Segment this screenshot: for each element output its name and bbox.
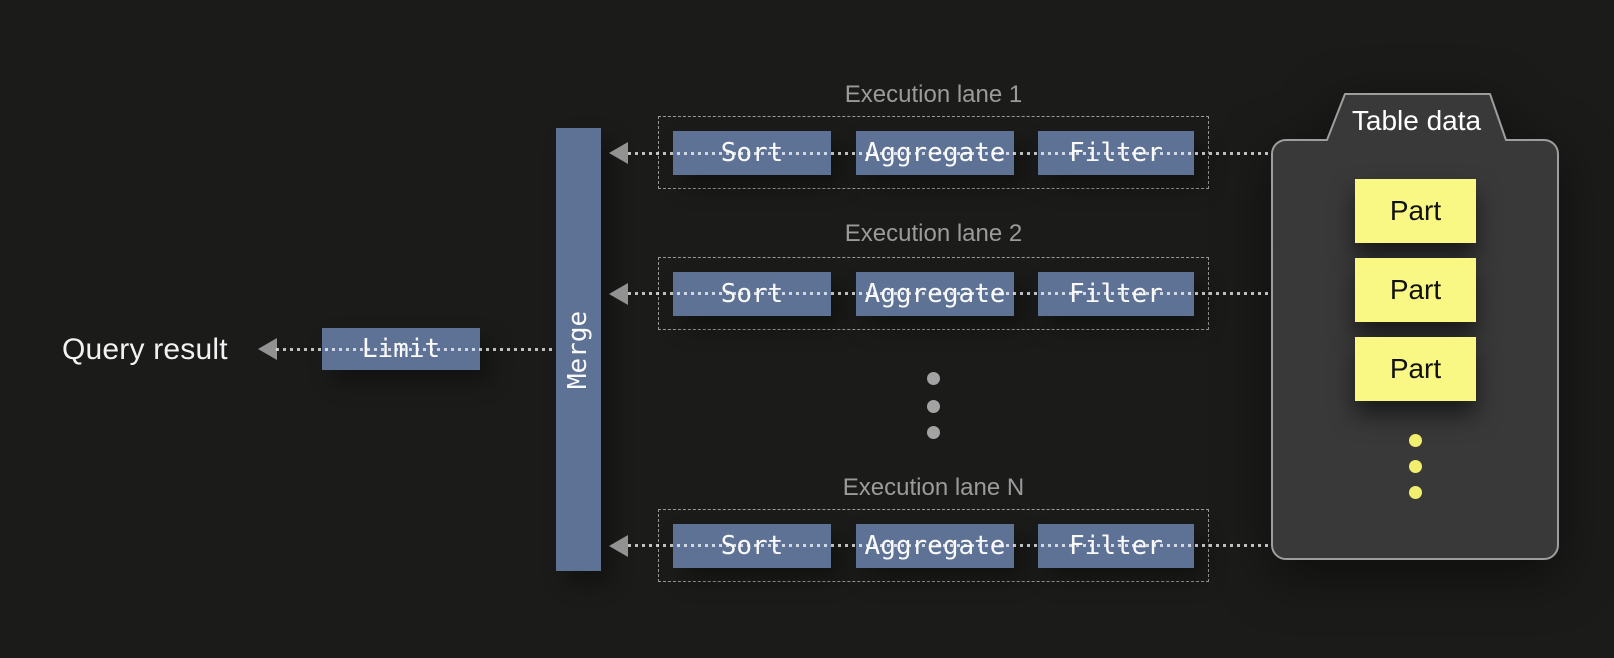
- filter-operator-label: Filter: [1069, 531, 1163, 561]
- dotted-arrow-line: [628, 544, 1268, 547]
- table-data-folder-shape: [1271, 93, 1559, 560]
- lane-n-title: Execution lane N: [842, 474, 1025, 501]
- vertical-ellipsis-icon: [927, 426, 940, 439]
- query-result-label: Query result: [62, 333, 228, 366]
- vertical-ellipsis-icon: [1409, 486, 1422, 499]
- aggregate-operator-label: Aggregate: [864, 279, 1006, 309]
- dotted-arrow-line: [276, 348, 556, 351]
- aggregate-operator-label: Aggregate: [864, 138, 1006, 168]
- sort-operator-label: Sort: [720, 138, 784, 168]
- merge-operator-bar: Merge: [556, 128, 601, 571]
- dotted-arrow-line: [628, 152, 1268, 155]
- vertical-ellipsis-icon: [927, 400, 940, 413]
- aggregate-operator-label: Aggregate: [864, 531, 1006, 561]
- part-box: Part: [1355, 337, 1476, 401]
- arrowhead-left-icon: [609, 283, 628, 305]
- lane-1-aggregate-box: Aggregate: [856, 131, 1014, 175]
- sort-operator-label: Sort: [720, 279, 784, 309]
- part-box: Part: [1355, 258, 1476, 322]
- dotted-arrow-line: [628, 292, 1268, 295]
- arrowhead-left-icon: [258, 338, 277, 360]
- vertical-ellipsis-icon: [927, 372, 940, 385]
- vertical-ellipsis-icon: [1409, 460, 1422, 473]
- lane-n-aggregate-box: Aggregate: [856, 524, 1014, 568]
- table-data-title: Table data: [1351, 105, 1482, 136]
- filter-operator-label: Filter: [1069, 138, 1163, 168]
- sort-operator-label: Sort: [720, 531, 784, 561]
- lane-1-title: Execution lane 1: [844, 81, 1023, 108]
- lane-2-title: Execution lane 2: [844, 220, 1023, 247]
- filter-operator-label: Filter: [1069, 279, 1163, 309]
- merge-operator-label: Merge: [563, 310, 594, 389]
- part-label: Part: [1389, 195, 1442, 226]
- vertical-ellipsis-icon: [1409, 434, 1422, 447]
- arrowhead-left-icon: [609, 535, 628, 557]
- limit-operator-label: Limit: [361, 334, 441, 364]
- part-label: Part: [1389, 274, 1442, 305]
- lane-2-aggregate-box: Aggregate: [856, 272, 1014, 316]
- arrowhead-left-icon: [609, 142, 628, 164]
- part-box: Part: [1355, 179, 1476, 243]
- part-label: Part: [1389, 353, 1442, 384]
